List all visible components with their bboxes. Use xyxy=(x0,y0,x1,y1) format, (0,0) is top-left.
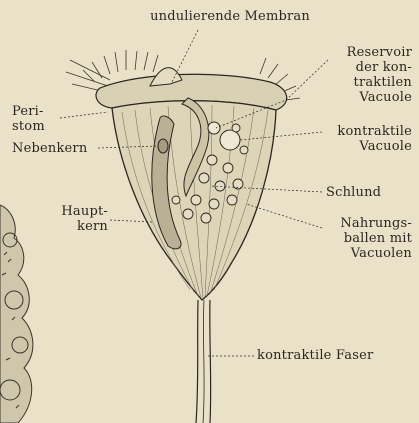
label-contractile-fiber: kontraktile Faser xyxy=(257,348,407,363)
contractile-vacuole xyxy=(220,130,240,150)
neighbor-colony xyxy=(0,205,33,423)
label-food-vacuoles: Nahrungs- ballen mit Vacuolen xyxy=(318,216,412,261)
label-micronucleus: Nebenkern xyxy=(12,141,102,156)
label-peristome: Peri- stom xyxy=(12,104,62,134)
label-contractile-vacuole: kontraktile Vacuole xyxy=(318,124,412,154)
label-gullet: Schlund xyxy=(326,185,406,200)
label-undulating-membrane: undulierende Membran xyxy=(125,9,335,24)
micronucleus xyxy=(158,139,168,153)
label-macronucleus: Haupt- kern xyxy=(40,204,108,234)
vacuole-reservoir xyxy=(208,122,220,134)
label-reservoir: Reservoir der kon- traktilen Vacuole xyxy=(315,45,412,105)
contractile-fiber xyxy=(203,300,204,423)
